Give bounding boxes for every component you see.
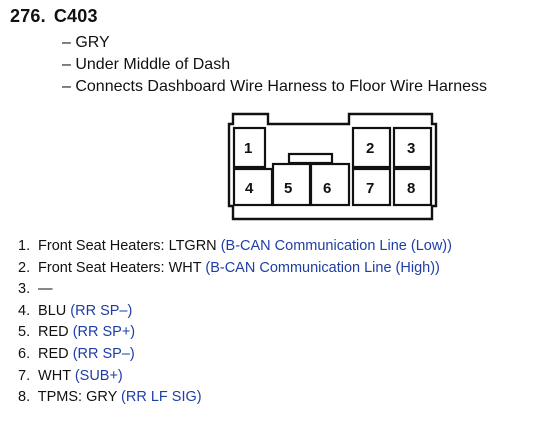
pin-index: 7. [18, 367, 31, 384]
pin-list: 1. Front Seat Heaters: LTGRN (B-CAN Comm… [18, 236, 452, 409]
connector-housing [227, 112, 438, 221]
pin-cavity-1 [232, 126, 267, 169]
pin-row-3: 3. — [18, 279, 452, 301]
pin-note: (RR SP+) [72, 324, 136, 341]
pin-index: 4. [18, 302, 31, 319]
pin-wire: RED [38, 345, 73, 362]
pin-row-1: 1. Front Seat Heaters: LTGRN (B-CAN Comm… [18, 236, 452, 258]
connector-face-drawing: 1 2 3 4 5 6 7 8 [227, 112, 438, 221]
pin-label-8: 8 [407, 180, 415, 197]
pin-label-2: 2 [366, 140, 374, 157]
pin-row-7: 7. WHT (SUB+) [18, 366, 452, 388]
pin-cavity-8 [392, 167, 433, 207]
connector-title: 276. C403 [10, 6, 98, 27]
detail-connects: – Connects Dashboard Wire Harness to Flo… [62, 78, 488, 95]
pin-note: (RR LF SIG) [121, 389, 202, 406]
pin-label-7: 7 [366, 180, 374, 197]
pin-label-5: 5 [284, 180, 292, 197]
pin-wire: RED [38, 324, 73, 341]
pin-index: 2. [18, 259, 31, 276]
pin-index: 3. [18, 281, 31, 298]
pin-label-4: 4 [245, 180, 254, 197]
pin-index: 5. [18, 324, 31, 341]
pin-note: (SUB+) [74, 367, 123, 384]
pin-index: 8. [18, 389, 31, 406]
pin-row-2: 2. Front Seat Heaters: WHT (B-CAN Commun… [18, 258, 452, 280]
pin-row-4: 4. BLU (RR SP–) [18, 301, 452, 323]
pin-wire: Front Seat Heaters: WHT [38, 259, 206, 276]
pin-note: (RR SP–) [70, 302, 133, 319]
pin-cavity-2 [351, 126, 392, 169]
pin-cavity-6 [309, 162, 351, 207]
pin-wire: BLU [38, 302, 71, 319]
pin-row-6: 6. RED (RR SP–) [18, 344, 452, 366]
pin-label-6: 6 [323, 180, 331, 197]
pin-cavity-7 [351, 167, 392, 207]
pin-wire: WHT [38, 367, 75, 384]
connector-details: – GRY – Under Middle of Dash – Connects … [62, 32, 487, 98]
connector-number: 276. [10, 6, 46, 26]
pin-row-5: 5. RED (RR SP+) [18, 322, 452, 344]
pin-wire: TPMS: GRY [37, 389, 122, 406]
pin-note: (B-CAN Communication Line (High)) [205, 259, 440, 276]
pin-note: (B-CAN Communication Line (Low)) [220, 238, 452, 254]
pin-index: 6. [18, 345, 31, 362]
pin-wire: — [38, 281, 53, 298]
pin-note: (RR SP–) [72, 345, 135, 362]
pin-row-8: 8. TPMS: GRY (RR LF SIG) [18, 387, 452, 409]
connector-id: C403 [53, 6, 98, 26]
pin-index: 1. [18, 238, 31, 254]
pin-wire: Front Seat Heaters: LTGRN [38, 238, 221, 254]
detail-color: – GRY [62, 34, 110, 51]
pin-label-3: 3 [407, 140, 415, 157]
connector-latch [287, 152, 334, 165]
pin-cavity-3 [392, 126, 433, 169]
pin-label-1: 1 [244, 140, 252, 157]
connector-diagram: 1 2 3 4 5 6 7 8 [227, 112, 439, 229]
detail-location: – Under Middle of Dash [62, 56, 231, 73]
